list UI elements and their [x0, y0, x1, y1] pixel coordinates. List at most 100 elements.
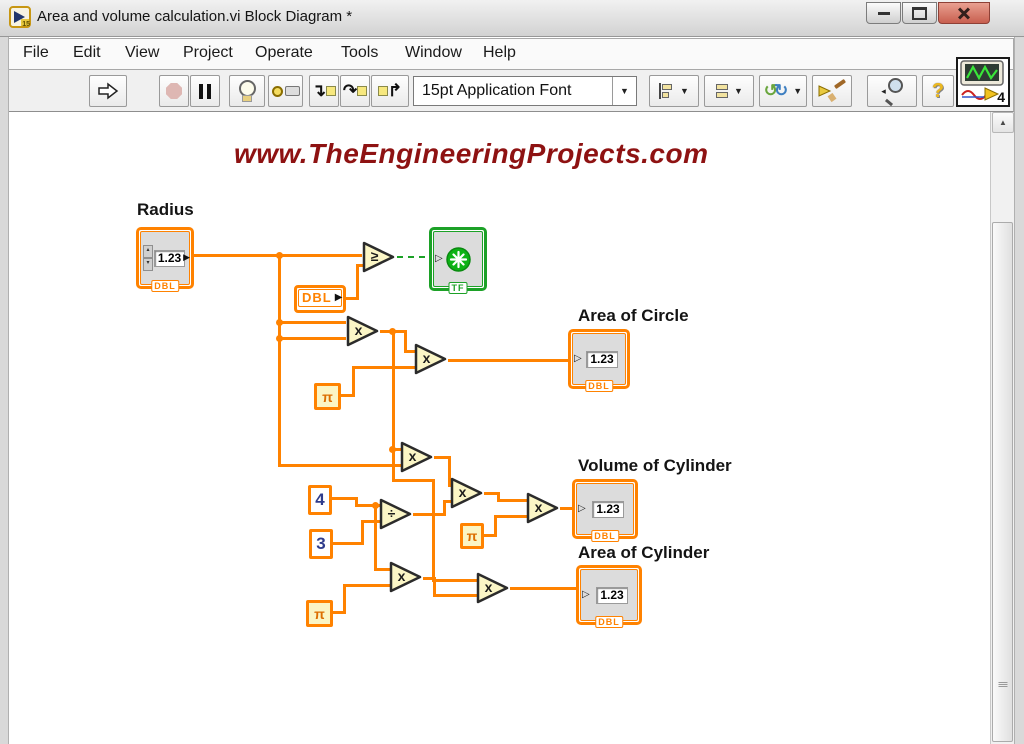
- chevron-down-icon[interactable]: ▼: [612, 77, 636, 105]
- numeric-constant-4[interactable]: 4: [308, 485, 332, 515]
- wire[interactable]: [331, 542, 363, 545]
- numeric-constant-3[interactable]: 3: [309, 529, 333, 559]
- step-over-button[interactable]: ↷: [340, 75, 370, 107]
- wire[interactable]: [392, 448, 402, 451]
- pi-constant-2[interactable]: π: [460, 523, 484, 549]
- boolean-indicator[interactable]: ▷ TF: [429, 227, 487, 294]
- align-objects-button[interactable]: ▼: [649, 75, 699, 107]
- maximize-button[interactable]: [902, 2, 937, 24]
- close-button[interactable]: [938, 2, 990, 24]
- menu-window[interactable]: Window: [405, 44, 462, 61]
- reorder-button[interactable]: ↺ ↻ ▼: [759, 75, 807, 107]
- step-out-button[interactable]: ↱: [371, 75, 409, 107]
- font-selector[interactable]: 15pt Application Font ▼: [413, 76, 637, 106]
- distribute-objects-button[interactable]: ▼: [704, 75, 754, 107]
- radius-label[interactable]: Radius: [137, 200, 194, 219]
- menu-view[interactable]: View: [125, 44, 160, 61]
- scroll-up-button[interactable]: ▲: [992, 112, 1014, 133]
- menu-project[interactable]: Project: [183, 44, 233, 61]
- wire[interactable]: [356, 264, 364, 267]
- wire[interactable]: [361, 520, 364, 545]
- step-into-button[interactable]: ↴: [309, 75, 339, 107]
- menu-file[interactable]: File: [23, 44, 49, 61]
- wire[interactable]: [374, 506, 377, 571]
- wire[interactable]: [494, 515, 497, 537]
- wire[interactable]: [443, 500, 452, 503]
- area-of-cylinder-label[interactable]: Area of Cylinder: [578, 543, 710, 562]
- area-of-circle-indicator[interactable]: ▷ 1.23 DBL: [568, 329, 630, 392]
- wire[interactable]: [448, 359, 570, 362]
- watermark-label[interactable]: www.TheEngineeringProjects.com: [234, 138, 709, 169]
- vertical-scrollbar[interactable]: ▲: [990, 112, 1014, 744]
- abort-button[interactable]: [159, 75, 189, 107]
- context-help-button[interactable]: ?: [922, 75, 954, 107]
- wire[interactable]: [497, 499, 528, 502]
- wire[interactable]: [510, 587, 578, 590]
- pi-constant-3[interactable]: π: [306, 600, 333, 627]
- pause-button[interactable]: [190, 75, 220, 107]
- wire[interactable]: [356, 264, 359, 300]
- wire[interactable]: [404, 330, 407, 353]
- wire[interactable]: [432, 579, 478, 582]
- multiply-node-1[interactable]: x: [346, 314, 380, 348]
- wire[interactable]: [494, 515, 528, 518]
- minimize-button[interactable]: [866, 2, 901, 24]
- wire[interactable]: [279, 321, 346, 324]
- area-of-cylinder-indicator[interactable]: ▷ 1.23 DBL: [576, 565, 642, 628]
- wire[interactable]: [432, 479, 435, 582]
- wire[interactable]: [352, 366, 355, 397]
- wire[interactable]: [343, 584, 391, 587]
- wire[interactable]: [374, 568, 391, 571]
- wire[interactable]: [341, 394, 354, 397]
- volume-of-cylinder-indicator[interactable]: ▷ 1.23 DBL: [572, 479, 638, 542]
- menu-tools[interactable]: Tools: [341, 44, 379, 61]
- volume-of-cylinder-label[interactable]: Volume of Cylinder: [578, 456, 732, 475]
- vi-icon-pane[interactable]: 4: [956, 57, 1010, 107]
- menu-operate[interactable]: Operate: [255, 44, 313, 61]
- wire[interactable]: [392, 451, 395, 482]
- wire[interactable]: [413, 513, 445, 516]
- wire[interactable]: [392, 479, 434, 482]
- retain-wire-values-button[interactable]: [268, 75, 303, 107]
- greater-equal-node[interactable]: ≥: [362, 240, 396, 274]
- wire[interactable]: [279, 464, 403, 467]
- radius-control[interactable]: ▴▾ 1.23 ▶ DBL: [136, 227, 194, 292]
- dbl-constant[interactable]: DBL ▶: [294, 285, 346, 313]
- block-diagram-canvas[interactable]: [8, 112, 990, 744]
- multiply-node-4[interactable]: x: [450, 476, 484, 510]
- area-of-circle-label[interactable]: Area of Circle: [578, 306, 689, 325]
- wire[interactable]: [346, 297, 358, 300]
- wire[interactable]: [497, 492, 500, 502]
- wire[interactable]: [433, 594, 478, 597]
- wire[interactable]: [423, 577, 435, 580]
- wire[interactable]: [343, 584, 346, 614]
- menu-help[interactable]: Help: [483, 44, 516, 61]
- title-bar[interactable]: 15 Area and volume calculation.vi Block …: [0, 0, 1024, 37]
- wire[interactable]: [404, 350, 416, 353]
- multiply-node-6[interactable]: x: [389, 560, 423, 594]
- wire[interactable]: [355, 497, 358, 507]
- multiply-node-7[interactable]: x: [476, 571, 510, 605]
- wire[interactable]: [278, 254, 281, 467]
- wire[interactable]: [355, 504, 381, 507]
- pi-constant-1[interactable]: π: [314, 383, 341, 410]
- wire[interactable]: [279, 337, 346, 340]
- multiply-node-2[interactable]: x: [414, 342, 448, 376]
- highlight-execution-button[interactable]: [229, 75, 265, 107]
- wire[interactable]: [333, 611, 345, 614]
- multiply-node-5[interactable]: x: [526, 491, 560, 525]
- wire[interactable]: [484, 534, 496, 537]
- search-button[interactable]: ◂: [867, 75, 917, 107]
- wire[interactable]: [448, 456, 451, 487]
- clean-up-diagram-button[interactable]: [812, 75, 852, 107]
- wire[interactable]: [331, 497, 357, 500]
- wire[interactable]: [560, 507, 574, 510]
- wire[interactable]: [352, 366, 416, 369]
- divide-node[interactable]: ÷: [379, 497, 413, 531]
- wire[interactable]: [433, 577, 436, 597]
- wire[interactable]: [484, 492, 499, 495]
- scrollbar-thumb[interactable]: [992, 222, 1013, 742]
- boolean-wire[interactable]: [397, 256, 425, 258]
- wire[interactable]: [434, 456, 450, 459]
- menu-edit[interactable]: Edit: [73, 44, 101, 61]
